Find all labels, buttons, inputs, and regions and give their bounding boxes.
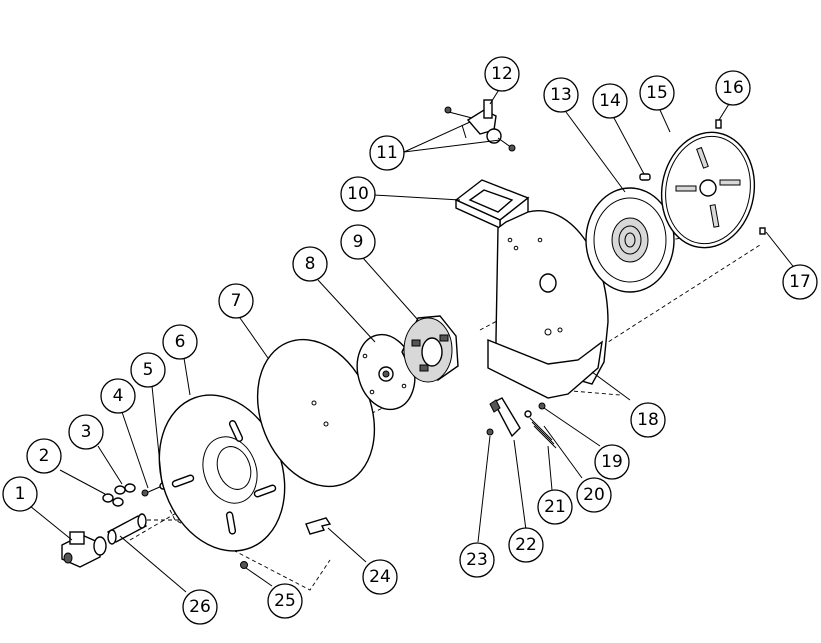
- part-16-17-screws: [715, 119, 766, 235]
- part-2-3-o-rings: [102, 483, 136, 507]
- callout-20-label: 20: [583, 485, 605, 505]
- callout-5: 5: [130, 352, 166, 388]
- callout-19-label: 19: [601, 452, 623, 472]
- part-19-23-latch-assembly: [486, 397, 557, 449]
- callout-10-label: 10: [347, 184, 369, 204]
- callout-15-label: 15: [646, 83, 668, 103]
- callout-15: 15: [639, 75, 675, 111]
- callout-11-label: 11: [376, 143, 398, 163]
- callout-1: 1: [2, 476, 38, 512]
- part-14-clip: [639, 173, 651, 181]
- callout-6-label: 6: [175, 332, 186, 352]
- callout-26: 26: [182, 589, 218, 625]
- callout-10: 10: [340, 176, 376, 212]
- part-24-clip: [305, 517, 332, 535]
- callout-14: 14: [592, 83, 628, 119]
- callout-19: 19: [594, 444, 630, 480]
- callout-7: 7: [218, 283, 254, 319]
- callout-2-label: 2: [39, 446, 50, 466]
- callout-9: 9: [340, 224, 376, 260]
- callout-14-label: 14: [599, 91, 621, 111]
- callout-25-label: 25: [274, 591, 296, 611]
- part-13-drum-cover: [585, 187, 675, 293]
- callout-26-label: 26: [189, 597, 211, 617]
- callout-7-label: 7: [231, 291, 242, 311]
- part-1-swivel-fitting: [61, 531, 107, 568]
- callout-12-label: 12: [491, 64, 513, 84]
- callout-25: 25: [267, 583, 303, 619]
- callout-23: 23: [459, 542, 495, 578]
- part-26-nipple: [106, 513, 148, 545]
- part-15-rear-flange: [660, 131, 756, 249]
- callout-13-label: 13: [550, 85, 572, 105]
- callout-2: 2: [26, 438, 62, 474]
- callout-4: 4: [100, 378, 136, 414]
- callout-11: 11: [369, 135, 405, 171]
- callout-8-label: 8: [305, 254, 316, 274]
- callout-18-label: 18: [637, 410, 659, 430]
- callout-12: 12: [484, 56, 520, 92]
- callout-22: 22: [508, 527, 544, 563]
- callout-16-label: 16: [722, 78, 744, 98]
- callout-9-label: 9: [353, 232, 364, 252]
- callout-5-label: 5: [143, 360, 154, 380]
- callout-3-label: 3: [81, 422, 92, 442]
- part-25-nut: [240, 561, 248, 569]
- callout-4-label: 4: [113, 386, 124, 406]
- callout-21-label: 21: [544, 497, 566, 517]
- callout-6: 6: [162, 324, 198, 360]
- callout-20: 20: [576, 477, 612, 513]
- part-18-base-stand: [487, 210, 609, 399]
- callout-23-label: 23: [466, 550, 488, 570]
- callout-18: 18: [630, 402, 666, 438]
- callout-24-label: 24: [369, 567, 391, 587]
- callout-24: 24: [362, 559, 398, 595]
- callout-8: 8: [292, 246, 328, 282]
- callout-22-label: 22: [515, 535, 537, 555]
- callout-13: 13: [543, 77, 579, 113]
- callout-leader-lines: [29, 87, 797, 593]
- part-11-12-arm-bracket: [444, 99, 516, 152]
- callout-16: 16: [715, 70, 751, 106]
- callout-21: 21: [537, 489, 573, 525]
- callout-3: 3: [68, 414, 104, 450]
- callout-17: 17: [782, 264, 818, 300]
- callout-1-label: 1: [15, 484, 26, 504]
- callout-17-label: 17: [789, 272, 811, 292]
- part-9-hub: [401, 315, 459, 383]
- part-8-drum-plate: [356, 333, 416, 411]
